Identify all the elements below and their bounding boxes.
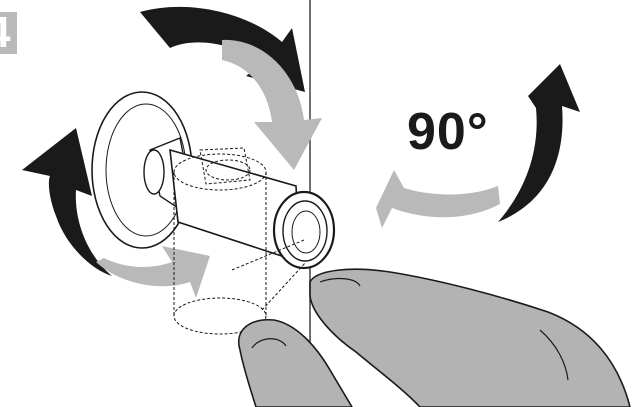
index-finger	[310, 269, 630, 407]
step-number: 4	[0, 12, 10, 54]
rotate-arrow-right-light	[376, 170, 500, 228]
rotate-arrow-top-light	[222, 40, 322, 170]
step-number-badge: 4	[0, 12, 17, 54]
rotation-angle-label: 90°	[407, 104, 489, 160]
rotate-arrow-right-dark	[498, 64, 580, 222]
rotate-arrow-bottom-light	[96, 246, 210, 298]
